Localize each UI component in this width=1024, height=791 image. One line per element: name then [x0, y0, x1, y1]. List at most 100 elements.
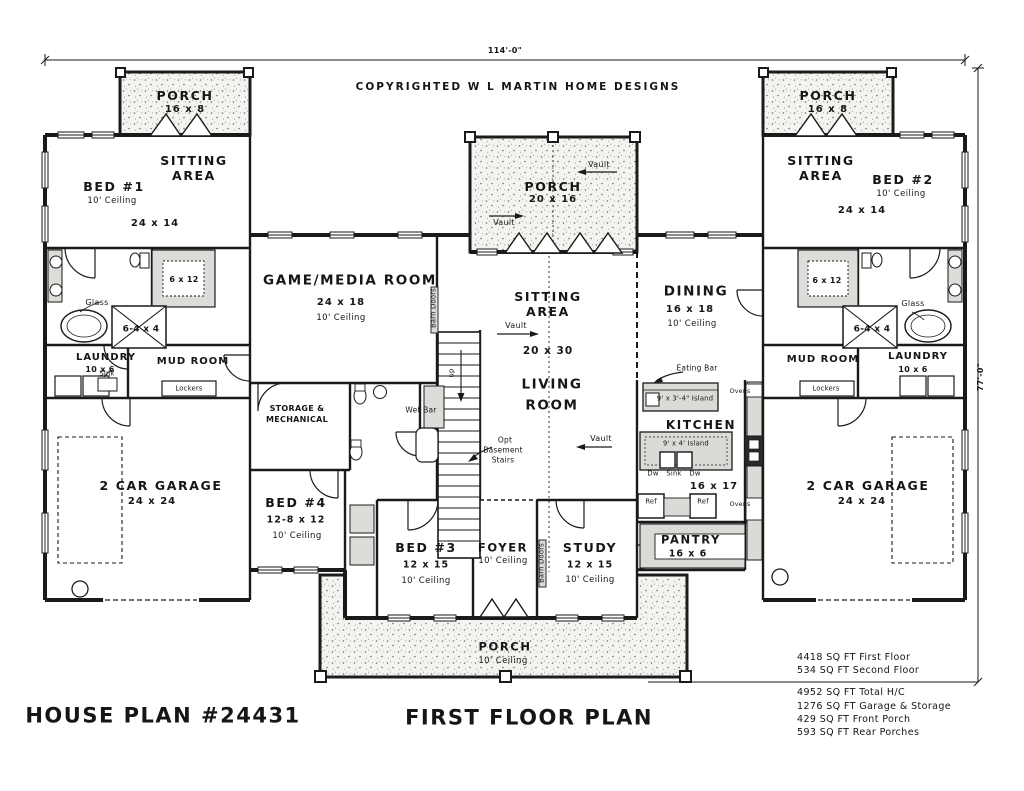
dining-dims: 16 x 18: [665, 304, 715, 315]
laundry-left-label: LAUNDRY: [76, 352, 136, 363]
shower-left-dims: 6-4 x 4: [122, 324, 160, 335]
bed2-ceiling: 10' Ceiling: [876, 188, 926, 199]
height-dimension: 77'-0": [976, 362, 985, 392]
ref-left-label: Ref: [645, 497, 657, 506]
sitting-center-1: SITTING: [514, 288, 582, 304]
porch-rear-dims: 20 x 16: [528, 194, 578, 205]
vault-porch-upper: Vault: [588, 160, 610, 169]
center-bath-fixtures: [349, 383, 445, 566]
pantry-dims: 16 x 6: [668, 548, 708, 560]
sqft-line: 534 SQ FT Second Floor: [797, 665, 920, 677]
sqft-line: 4952 SQ FT Total H/C: [797, 687, 906, 699]
storage-label-1: STORAGE &: [269, 404, 325, 413]
porch-rear-label: PORCH: [524, 178, 582, 194]
bed3-ceiling: 10' Ceiling: [401, 575, 451, 586]
mud-left-label: MUD ROOM: [156, 356, 230, 367]
sitting-right-1: SITTING: [787, 152, 855, 168]
barn-door-rails: [430, 286, 547, 588]
glass-right-label: Glass: [901, 299, 925, 308]
bed4-label: BED #4: [265, 494, 327, 510]
island-kitchen-label: 9' x 4' Island: [663, 439, 709, 448]
bed4-dims: 12-8 x 12: [266, 514, 326, 526]
game-room-label: GAME/MEDIA ROOM: [263, 272, 437, 289]
stairs-up-label: up: [447, 368, 456, 378]
lockers-left-label: Lockers: [175, 384, 203, 393]
windows: [41, 131, 969, 622]
sqft-line: 1276 SQ FT Garage & Storage: [797, 700, 952, 712]
sqft-line: 593 SQ FT Rear Porches: [797, 727, 920, 739]
sqft-line: 4418 SQ FT First Floor: [797, 652, 911, 663]
island-bar-label: 9' x 3'-4" Island: [656, 394, 714, 403]
porch-left-label: PORCH: [156, 87, 214, 103]
wet-bar-label: Wet Bar: [405, 405, 437, 415]
barn-doors-game-label: Barn Doors: [429, 288, 438, 328]
french-doors: [148, 112, 859, 618]
sink-kitchen-label: Sink: [666, 469, 682, 478]
sitting-right-2: AREA: [799, 167, 843, 183]
laundry-left-dims: 10 x 6: [85, 365, 115, 374]
closet-left-dims: 6 x 12: [169, 275, 199, 284]
living-label-2: ROOM: [525, 397, 579, 414]
bath-fixtures-right: [797, 249, 963, 397]
closet-right-dims: 6 x 12: [812, 276, 842, 285]
shower-right-dims: 6-4 x 4: [853, 324, 891, 335]
floor-plan-title: FIRST FLOOR PLAN: [405, 705, 653, 730]
open-passages: [395, 252, 638, 501]
kitchen-fixtures: [637, 381, 764, 569]
opt-basement-2: Basement: [483, 445, 523, 455]
dimension-lines: [40, 54, 984, 687]
garage-doors: [57, 436, 954, 604]
porch-right-label: PORCH: [799, 87, 857, 103]
bed3-dims: 12 x 15: [402, 559, 450, 571]
living-label-1: LIVING: [521, 376, 583, 393]
laundry-right-label: LAUNDRY: [888, 351, 948, 362]
garage-right-dims: 24 x 24: [837, 496, 887, 507]
dw-left-label: Dw: [647, 469, 659, 478]
game-room-ceiling: 10' Ceiling: [316, 312, 366, 323]
kitchen-label: KITCHEN: [665, 418, 737, 432]
porch-left-dims: 16 x 8: [164, 104, 206, 115]
sqft-gap: [797, 677, 951, 686]
foyer-label: FOYER: [477, 540, 529, 555]
sitting-left-2: AREA: [172, 167, 216, 183]
bed1-dims: 24 x 14: [130, 218, 180, 229]
bed1-ceiling: 10' Ceiling: [87, 195, 137, 206]
ovens-lower-label: Ovens: [729, 500, 751, 508]
study-label: STUDY: [562, 539, 618, 555]
porch-left: [118, 70, 252, 137]
mud-right-label: MUD ROOM: [786, 354, 860, 365]
sqft-line: 429 SQ FT Front Porch: [797, 713, 911, 725]
bed3-label: BED #3: [395, 539, 457, 555]
game-room-dims: 24 x 18: [316, 297, 366, 308]
opt-basement-3: Stairs: [491, 455, 515, 465]
laundry-right-dims: 10 x 6: [898, 365, 928, 374]
barn-doors-foyer-label: Barn Doors: [537, 543, 546, 583]
width-dimension: 114'-0": [487, 46, 523, 55]
pantry-label: PANTRY: [661, 532, 721, 547]
bath-fixtures-left: [47, 249, 217, 397]
dw-right-label: Dw: [689, 469, 701, 478]
study-dims: 12 x 15: [566, 559, 614, 571]
bed2-dims: 24 x 14: [837, 205, 887, 216]
bed2-label: BED #2: [872, 171, 934, 187]
dining-label: DINING: [663, 283, 729, 300]
porch-front-label: PORCH: [478, 639, 532, 654]
porch-front-ceiling: 10' Ceiling: [478, 655, 528, 666]
porch-right-dims: 16 x 8: [807, 104, 849, 115]
dining-ceiling: 10' Ceiling: [667, 318, 717, 329]
ovens-upper-label: Ovens: [729, 387, 751, 395]
garage-left-dims: 24 x 24: [127, 496, 177, 507]
annotation-arrows: [79, 169, 925, 462]
vault-porch-lower: Vault: [493, 218, 515, 227]
stairs: [437, 331, 481, 559]
garage-right-label: 2 CAR GARAGE: [806, 477, 930, 493]
kitchen-dims: 16 x 17: [689, 481, 739, 492]
sitting-left-1: SITTING: [160, 152, 228, 168]
eating-bar-label: Eating Bar: [676, 363, 718, 373]
square-footage-block: 4418 SQ FT First Floor 534 SQ FT Second …: [797, 651, 951, 739]
bed1-label: BED #1: [83, 178, 145, 194]
porch-columns: [115, 67, 897, 683]
vault-living-label: Vault: [590, 434, 612, 443]
opt-basement-1: Opt: [497, 435, 513, 445]
